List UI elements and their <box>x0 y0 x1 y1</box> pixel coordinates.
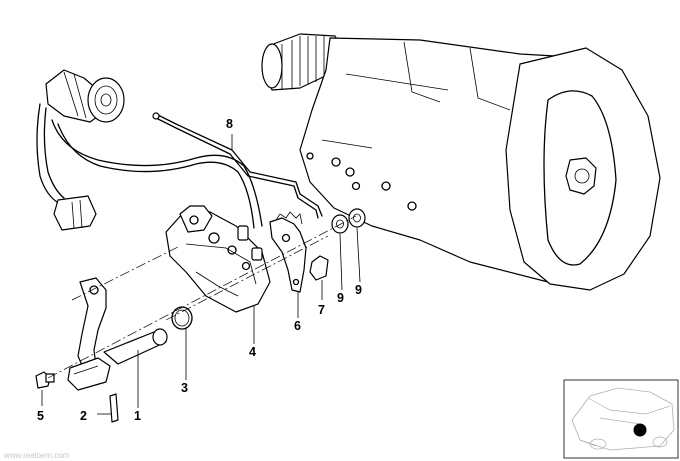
clip-part-7 <box>309 255 329 281</box>
callout-2: 2 <box>80 409 87 423</box>
callout-5: 5 <box>37 409 44 423</box>
leader-lines <box>41 134 361 415</box>
pin-part-2 <box>109 393 119 423</box>
wiring-harness <box>36 69 263 231</box>
assembly-axes <box>47 215 357 379</box>
callout-8: 8 <box>226 117 233 131</box>
watermark-text: www.realoem.com <box>3 451 70 460</box>
callout-1: 1 <box>134 409 141 423</box>
callout-numbers: 1 2 3 4 5 6 7 8 9 9 <box>37 117 362 423</box>
vehicle-location-thumbnail <box>563 379 679 459</box>
callout-3: 3 <box>181 381 188 395</box>
bolt-part-5 <box>35 371 55 389</box>
seal-rings-part-9 <box>331 208 366 234</box>
switch-unit-part-4 <box>165 205 271 313</box>
o-ring-part-3 <box>171 306 193 330</box>
callout-7: 7 <box>318 303 325 317</box>
transmission-housing <box>261 33 661 291</box>
callout-4: 4 <box>249 345 256 359</box>
callout-6: 6 <box>294 319 301 333</box>
callout-9a: 9 <box>337 291 344 305</box>
rod-part-8 <box>152 112 323 219</box>
detent-plate-part-6 <box>269 211 307 293</box>
shift-lever-part-1 <box>67 277 168 391</box>
location-marker-dot <box>633 423 647 437</box>
callout-9b: 9 <box>355 283 362 297</box>
